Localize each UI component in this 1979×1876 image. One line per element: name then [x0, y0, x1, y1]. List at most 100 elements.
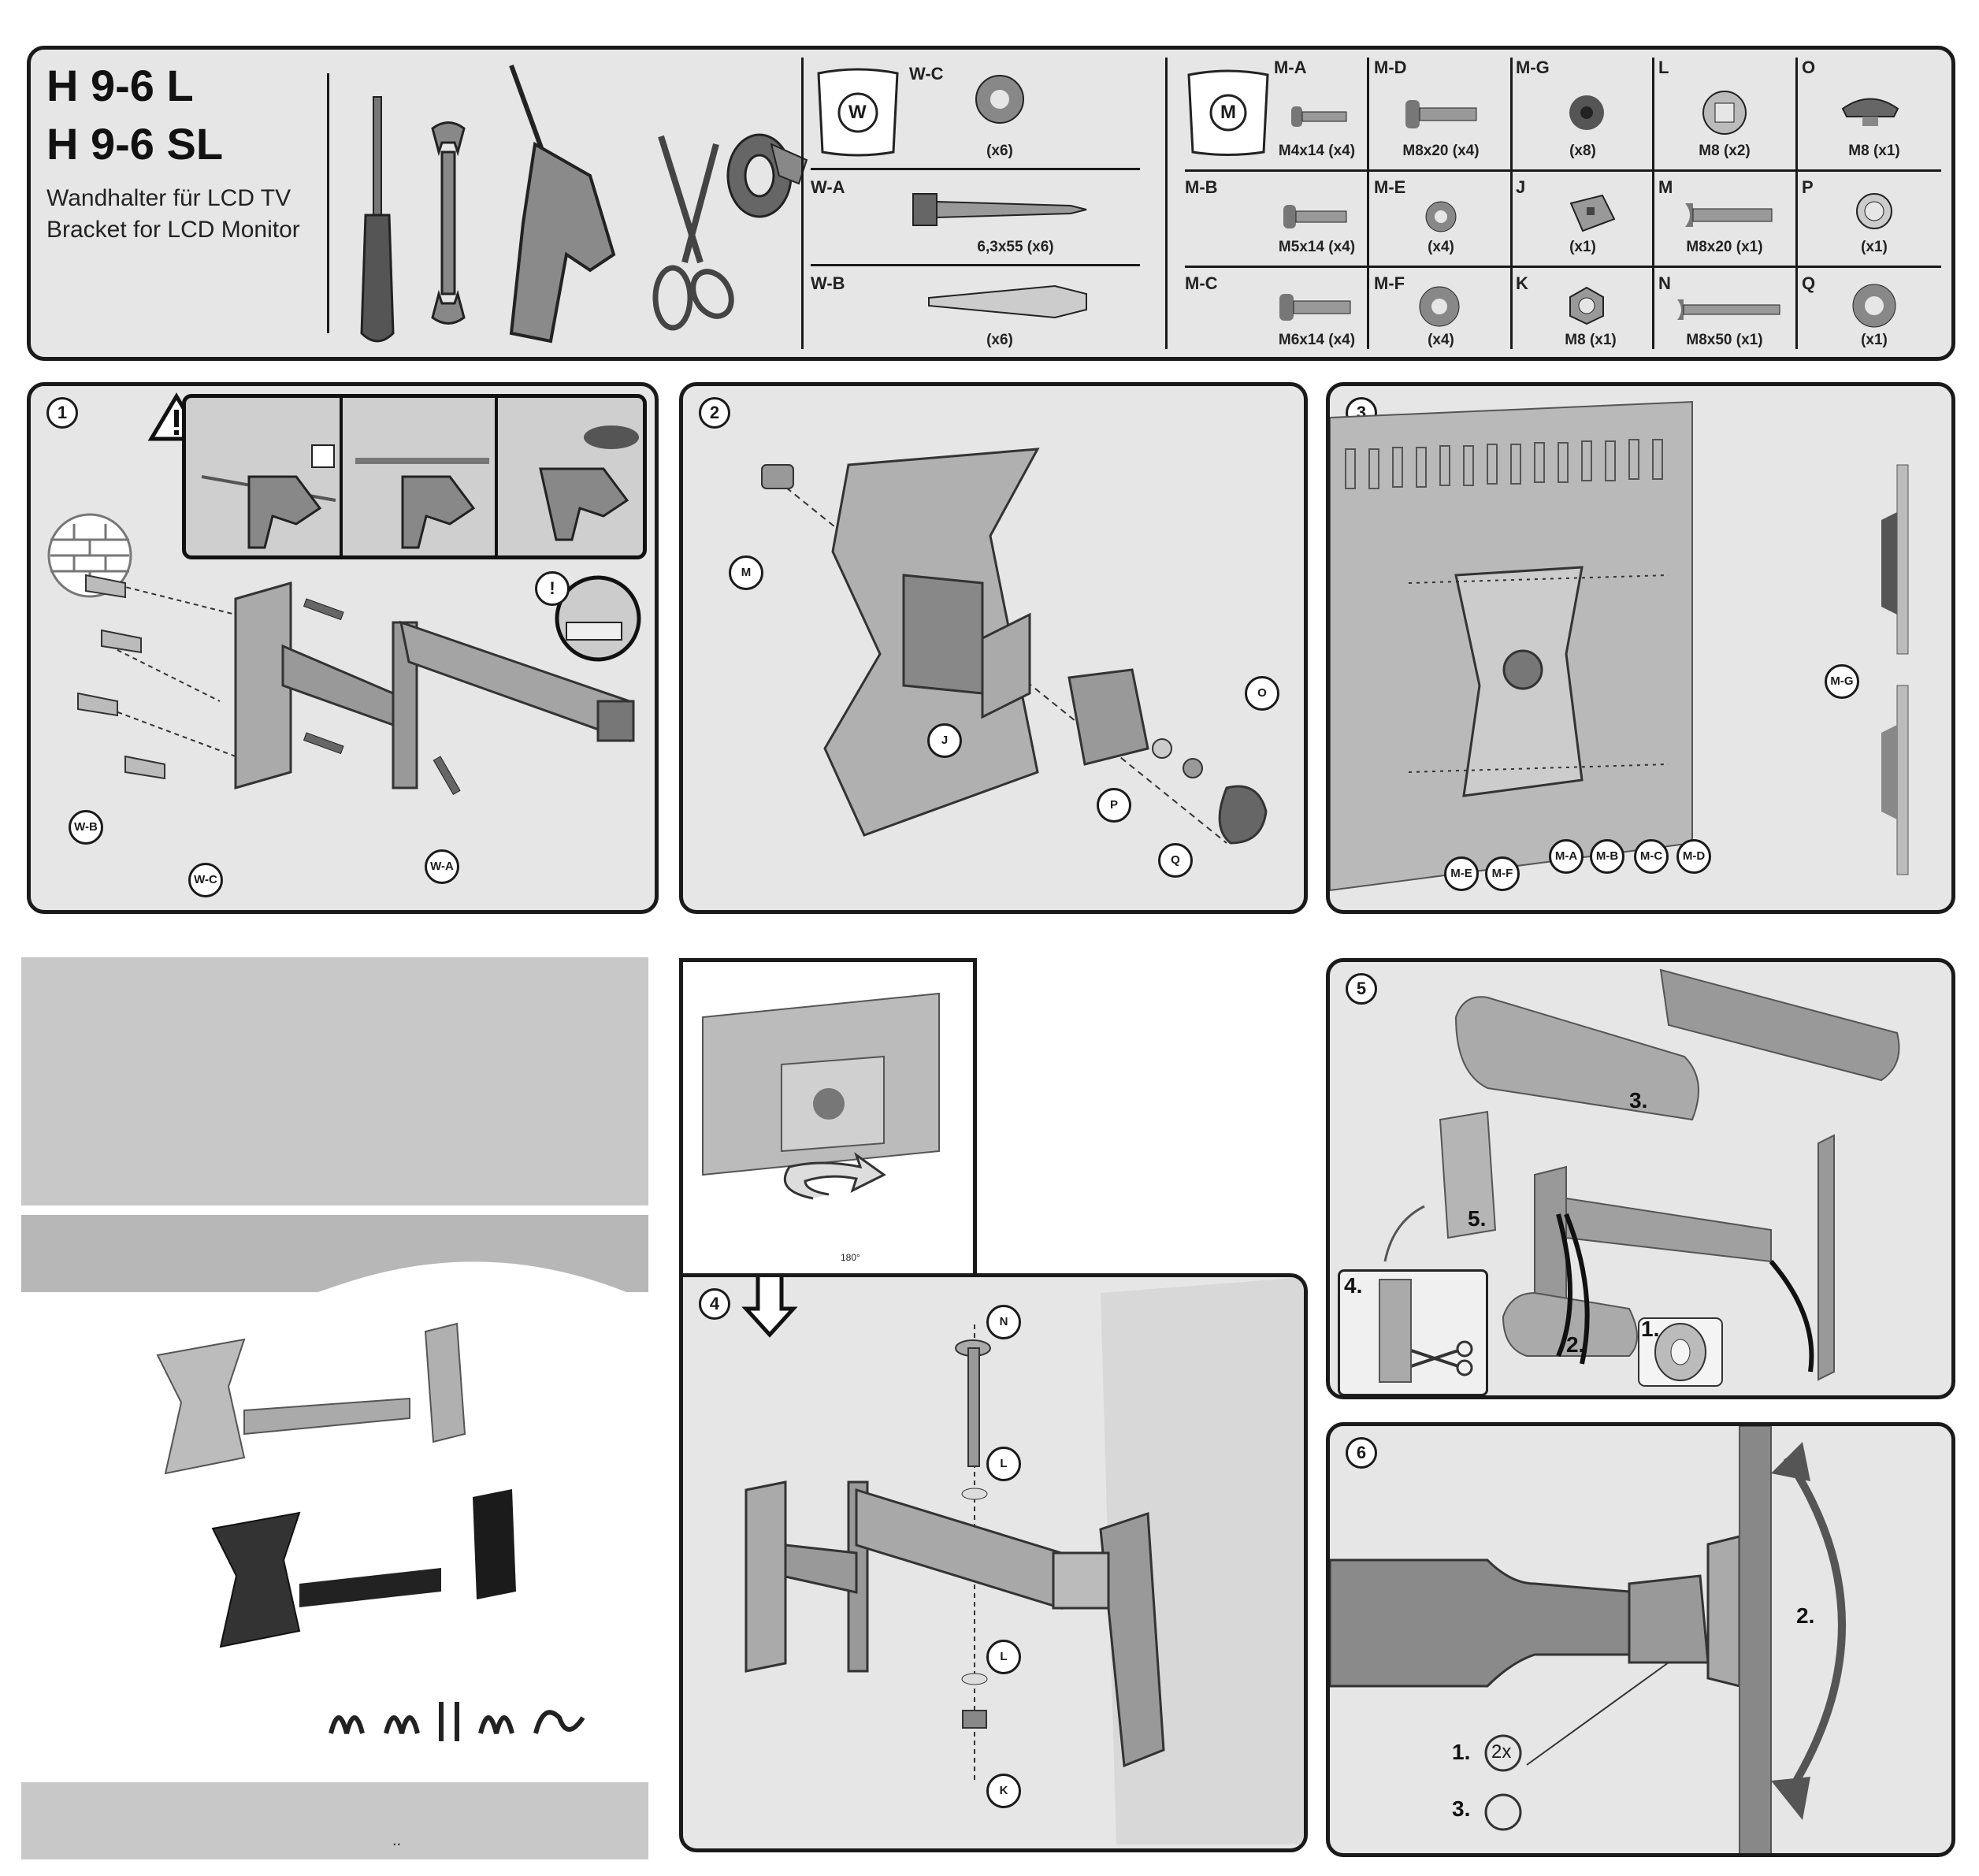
- step-number: 1: [46, 397, 78, 429]
- step-5-label-3: 3.: [1629, 1088, 1648, 1113]
- divider: [801, 58, 804, 349]
- callout-l: L: [986, 1447, 1021, 1481]
- callout-m-c: M-C: [1634, 839, 1669, 874]
- gas-pipe-hazard-icon: [539, 425, 639, 541]
- part-qty-m-g: (x8): [1569, 143, 1596, 159]
- washer-icon: [1425, 201, 1457, 232]
- model-title-1: H 9-6 L: [46, 61, 194, 110]
- part-code-m-e: M-E: [1374, 177, 1406, 197]
- rotate-label: 180°: [841, 1252, 860, 1263]
- drill-icon: [509, 64, 616, 344]
- part-qty-w-a: 6,3x55 (x6): [977, 239, 1054, 255]
- callout-m-a: M-A: [1549, 839, 1584, 874]
- step-number: 5: [1346, 973, 1377, 1005]
- attention-callout: !: [535, 571, 570, 606]
- screw-icon: [1291, 106, 1347, 127]
- brand-logo: [329, 1702, 585, 1741]
- inset-scissors-box: [1338, 1269, 1488, 1395]
- part-qty-w-c: (x6): [986, 143, 1013, 159]
- electric-cable-hazard-icon: [201, 444, 336, 549]
- part-code-w-a: W-A: [811, 177, 845, 197]
- callout-q: Q: [1158, 843, 1193, 878]
- cover-footer-text: ..: [392, 1832, 402, 1849]
- part-qty-w-b: (x6): [986, 332, 1013, 348]
- product-photo-silver: [156, 1322, 466, 1475]
- tilt-adjust-illustration: [1330, 1426, 1846, 1853]
- part-code-w-c: W-C: [909, 64, 944, 84]
- callout-w-b: W-B: [69, 810, 103, 845]
- part-qty-k: M8 (x1): [1565, 332, 1617, 348]
- part-qty-l: M8 (x2): [1699, 143, 1751, 159]
- tv-back-mounting-illustration: [1330, 400, 1909, 892]
- wall-plug-icon: [928, 284, 1087, 319]
- step-6-panel: 6 2. 1. 2x 3.: [1326, 1422, 1955, 1857]
- drilling-warning-strip: [182, 394, 647, 559]
- screw-icon: [1283, 205, 1347, 228]
- divider: [1185, 169, 1941, 172]
- part-code-j: J: [1516, 177, 1526, 197]
- product-photo-black: [211, 1489, 516, 1648]
- divider: [811, 264, 1140, 266]
- washer-icon: [1852, 284, 1896, 328]
- divider: [1165, 58, 1168, 349]
- square-washer-icon: [1702, 91, 1747, 135]
- twice-label: 2x: [1491, 1741, 1512, 1763]
- screw-icon: [1405, 100, 1477, 128]
- divider: [1510, 58, 1513, 349]
- divider: [1652, 58, 1654, 349]
- part-code-m-d: M-D: [1374, 58, 1407, 77]
- callout-m-b: M-B: [1590, 839, 1624, 874]
- washer-icon: [1419, 286, 1460, 327]
- part-code-k: K: [1516, 273, 1528, 293]
- water-pipe-hazard-icon: [355, 458, 489, 549]
- callout-m-d: M-D: [1676, 839, 1711, 874]
- divider: [1185, 266, 1941, 268]
- cover-white: [21, 1292, 648, 1781]
- step-number: 2: [699, 397, 730, 429]
- screw-icon: [1279, 294, 1351, 321]
- wall-bracket-arm-illustration: [77, 574, 635, 795]
- brick-wall-icon: [47, 513, 132, 598]
- cover-clip-icon: [1379, 1279, 1412, 1383]
- knob-icon: [1841, 98, 1899, 126]
- monitor-bag-letter: M: [1220, 102, 1236, 123]
- monitor-parts-bag-icon: [1187, 69, 1269, 156]
- part-qty-m: M8x20 (x1): [1686, 239, 1763, 255]
- screwdriver-icon: [360, 96, 395, 343]
- nut-icon: [1569, 286, 1604, 325]
- callout-m-g: M-G: [1825, 664, 1859, 699]
- step-1-panel: 1 ! W-B W-C W-A: [27, 382, 659, 914]
- callout-n: N: [986, 1305, 1021, 1339]
- long-bolt-icon: [1677, 299, 1780, 320]
- description-de: Wandhalter für LCD TV: [46, 185, 291, 211]
- part-qty-m-b: M5x14 (x4): [1278, 239, 1356, 255]
- wall-bag-letter: W: [848, 102, 867, 123]
- part-qty-p: (x1): [1861, 239, 1888, 255]
- part-qty-n: M8x50 (x1): [1686, 332, 1763, 348]
- wood-screw-icon: [912, 193, 1087, 226]
- part-code-m-c: M-C: [1185, 273, 1218, 293]
- callout-l: L: [986, 1640, 1021, 1674]
- tv-rotate-illustration: [702, 992, 940, 1200]
- part-code-w-b: W-B: [811, 273, 845, 293]
- step-4-panel: 4 N L L K: [679, 1273, 1308, 1852]
- level-inset-icon: [555, 575, 641, 662]
- part-qty-j: (x1): [1569, 239, 1596, 255]
- step-number: 4: [699, 1288, 730, 1320]
- part-qty-o: M8 (x1): [1848, 143, 1900, 159]
- divider: [1795, 58, 1798, 349]
- step-5-label-4: 4.: [1344, 1273, 1363, 1298]
- part-code-m: M: [1658, 177, 1673, 197]
- part-qty-m-f: (x4): [1428, 332, 1454, 348]
- step-2-panel: 2 M J P Q O: [679, 382, 1308, 914]
- step-5-label-1: 1.: [1641, 1317, 1660, 1341]
- part-qty-m-c: M6x14 (x4): [1278, 332, 1356, 348]
- rotate-inset-panel: 180°: [679, 958, 977, 1273]
- step-6-label-1: 1.: [1452, 1740, 1471, 1764]
- washer-icon: [1856, 193, 1892, 229]
- part-code-o: O: [1802, 58, 1816, 77]
- cover-top-gray: [21, 957, 648, 1205]
- part-code-m-b: M-B: [1185, 177, 1218, 197]
- callout-m-f: M-F: [1485, 856, 1520, 891]
- part-qty-m-e: (x4): [1428, 239, 1454, 255]
